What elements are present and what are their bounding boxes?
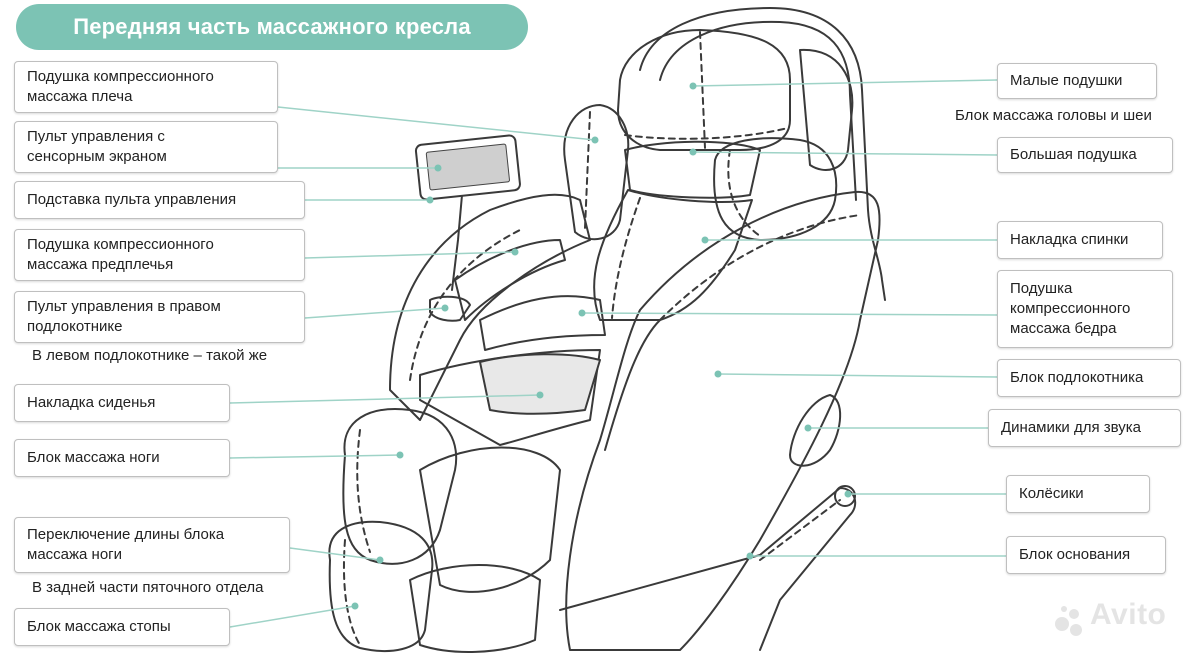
note-head-neck: Блок массажа головы и шеи bbox=[955, 107, 1152, 124]
label-base-unit: Блок основания bbox=[1006, 536, 1166, 574]
foot-unit-2 bbox=[410, 565, 540, 652]
label-armrest-unit: Блок подлокотника bbox=[997, 359, 1181, 397]
avito-watermark: Avito bbox=[1090, 598, 1166, 632]
label-seat-cover: Накладка сиденья bbox=[14, 384, 230, 422]
back-cushion bbox=[594, 190, 752, 320]
label-wheels: Колёсики bbox=[1006, 475, 1150, 513]
thigh-pad bbox=[480, 296, 605, 350]
base-block bbox=[560, 488, 855, 650]
seat-mesh bbox=[480, 354, 600, 414]
label-big-pillow: Большая подушка bbox=[997, 137, 1173, 173]
side-pillow-right bbox=[800, 50, 852, 170]
backrest-shell-inner bbox=[660, 22, 856, 200]
label-back-cover: Накладка спинки bbox=[997, 221, 1163, 259]
label-small-pillows: Малые подушки bbox=[997, 63, 1157, 99]
label-foot-massage-unit: Блок массажа стопы bbox=[14, 608, 230, 646]
speaker-panel bbox=[790, 395, 840, 466]
shoulder-pillow-left bbox=[564, 105, 628, 239]
label-remote-stand: Подставка пульта управления bbox=[14, 181, 305, 219]
note-heel-back: В задней части пяточного отдела bbox=[32, 579, 264, 596]
diagram-title: Передняя часть массажного кресла bbox=[16, 4, 528, 50]
label-speakers: Динамики для звука bbox=[988, 409, 1181, 447]
label-leg-massage-unit: Блок массажа ноги bbox=[14, 439, 230, 477]
note-left-armrest: В левом подлокотнике – такой же bbox=[32, 347, 267, 364]
avito-logo-icon bbox=[1052, 600, 1092, 640]
leg-unit-2 bbox=[420, 448, 560, 592]
